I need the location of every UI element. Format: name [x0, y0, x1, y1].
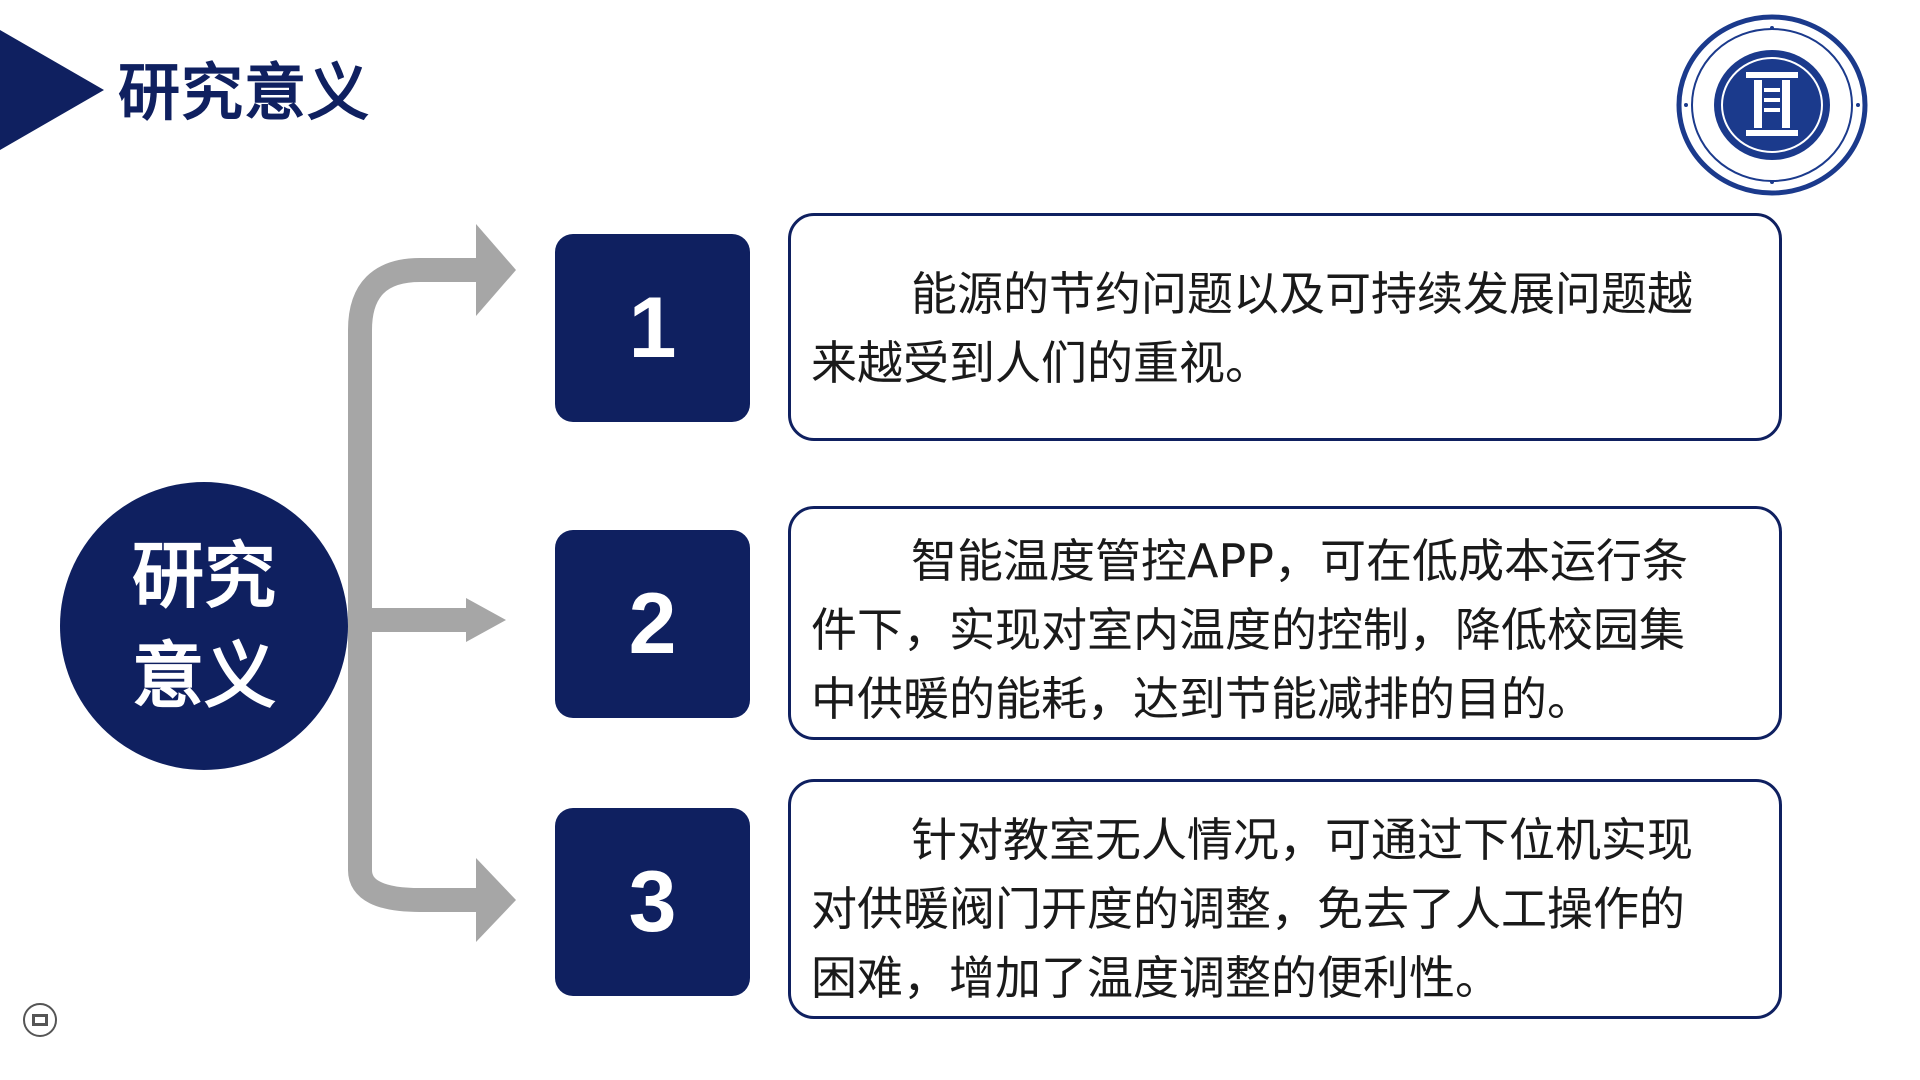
card-text-3: 针对教室无人情况，可通过下位机实现对供暖阀门开度的调整，免去了人工操作的困难，增…	[811, 813, 1693, 1005]
footer-logo-icon	[23, 1003, 57, 1037]
arrow-head-1-icon	[476, 224, 516, 316]
connector-stem	[348, 258, 480, 912]
number-box-2: 2	[555, 530, 750, 718]
card-text-1: 能源的节约问题以及可持续发展问题越来越受到人们的重视。	[811, 267, 1693, 390]
university-seal-icon	[1676, 14, 1868, 196]
card-text-2: 智能温度管控APP，可在低成本运行条件下，实现对室内温度的控制，降低校园集中供暖…	[811, 534, 1688, 726]
center-label: 研究意义	[131, 534, 276, 718]
page-title: 研究意义	[118, 56, 371, 129]
center-circle: 研究意义	[60, 482, 348, 770]
number-label-1: 1	[628, 279, 677, 376]
text-card-2: 智能温度管控APP，可在低成本运行条件下，实现对室内温度的控制，降低校园集中供暖…	[788, 506, 1782, 740]
number-box-1: 1	[555, 234, 750, 422]
number-label-3: 3	[628, 853, 677, 950]
arrow-head-2-icon	[466, 598, 506, 642]
text-card-3: 针对教室无人情况，可通过下位机实现对供暖阀门开度的调整，免去了人工操作的困难，增…	[788, 779, 1782, 1019]
text-card-1: 能源的节约问题以及可持续发展问题越来越受到人们的重视。	[788, 213, 1782, 441]
number-box-3: 3	[555, 808, 750, 996]
header-triangle-icon	[0, 30, 104, 150]
arrow-head-3-icon	[476, 858, 516, 942]
number-label-2: 2	[628, 575, 677, 672]
